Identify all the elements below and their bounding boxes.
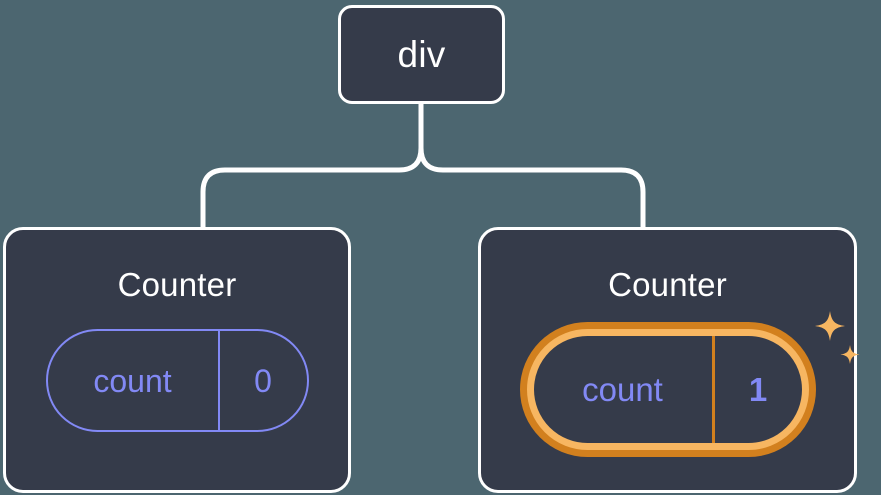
sparkles-group — [809, 307, 867, 385]
node-counter-left-title: Counter — [117, 266, 237, 303]
state-key-cell-left: count — [48, 331, 220, 430]
state-value-label-left: 0 — [254, 362, 272, 399]
node-counter-right[interactable]: Counter count 1 — [478, 227, 859, 493]
state-key-cell-right: count — [534, 336, 715, 443]
state-pill-wrap-right: count 1 — [526, 311, 859, 450]
state-key-label-left: count — [93, 362, 172, 399]
node-counter-left[interactable]: Counter count 0 — [3, 227, 351, 493]
node-div[interactable]: div — [338, 5, 505, 104]
sparkle-small-icon — [840, 345, 859, 364]
state-value-cell-left: 0 — [220, 331, 307, 430]
state-pill-right[interactable]: count 1 — [526, 329, 809, 450]
state-key-label-right: count — [582, 371, 663, 408]
state-value-cell-right: 1 — [715, 336, 802, 443]
edge-root-to-child-right — [418, 101, 646, 230]
sparkle-large-icon — [814, 311, 845, 341]
state-value-label-right: 1 — [748, 371, 768, 408]
state-pill-left[interactable]: count 0 — [45, 329, 309, 432]
edge-root-to-children — [200, 101, 424, 230]
state-pill-wrap-left: count 0 — [45, 329, 309, 432]
node-div-label: div — [397, 34, 446, 75]
node-counter-right-title: Counter — [608, 266, 727, 303]
